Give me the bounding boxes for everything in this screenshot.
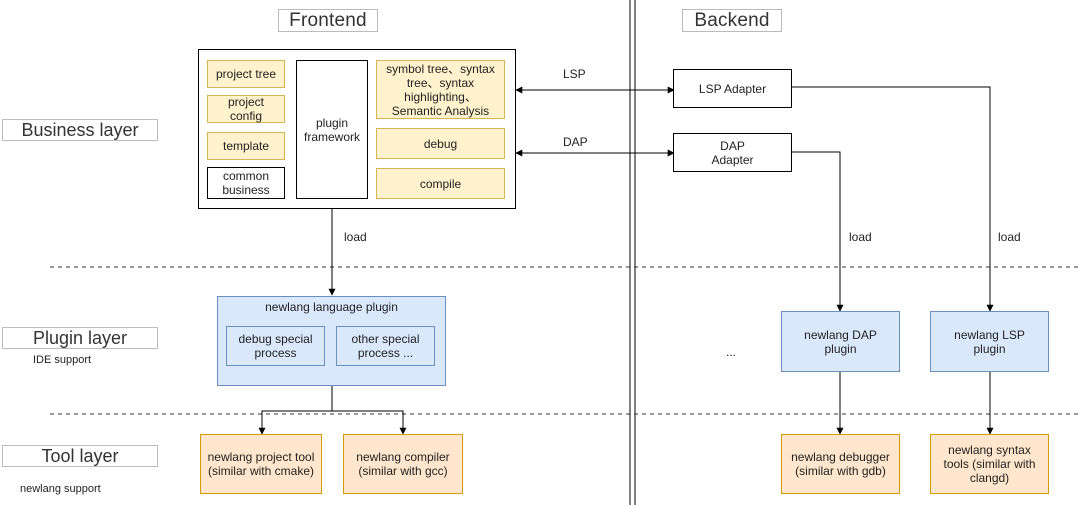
tool-layer-subtitle: newlang support <box>20 483 101 495</box>
debug-box: debug <box>376 128 505 159</box>
newlang-syntax-tools-box: newlang syntax tools (similar with clang… <box>930 434 1049 494</box>
dap-edge-label: DAP <box>563 135 588 149</box>
newlang-debugger-box: newlang debugger (similar with gdb) <box>781 434 900 494</box>
template-box: template <box>207 132 285 160</box>
plugin-framework-box: plugin framework <box>296 60 368 199</box>
other-special-process-box: other special process ... <box>336 326 435 366</box>
common-business-box: common business <box>207 167 285 199</box>
plugin-to-compiler-arrow <box>332 410 407 435</box>
plugin-to-project-tool-arrow <box>258 386 333 435</box>
load-arrow-dap <box>792 151 844 312</box>
compile-box: compile <box>376 168 505 199</box>
plugin-layer-label: Plugin layer <box>2 327 158 349</box>
newlang-lsp-plugin-box: newlang LSP plugin <box>930 311 1049 372</box>
newlang-language-plugin-title: newlang language plugin <box>265 300 398 314</box>
dap-adapter-box: DAP Adapter <box>673 133 792 172</box>
backend-header: Backend <box>682 9 782 32</box>
load-label-lsp: load <box>998 230 1021 244</box>
debug-special-process-box: debug special process <box>226 326 325 366</box>
load-label-frontend: load <box>344 230 367 244</box>
load-arrow-lsp <box>792 86 994 312</box>
newlang-project-tool-box: newlang project tool (similar with cmake… <box>200 434 322 494</box>
load-label-dap: load <box>849 230 872 244</box>
business-layer-label: Business layer <box>2 119 158 141</box>
plugin-ellipsis: ... <box>726 345 737 359</box>
project-tree-box: project tree <box>207 60 285 88</box>
frontend-header: Frontend <box>278 9 378 32</box>
symbol-tree-box: symbol tree、syntax tree、syntax highlight… <box>376 60 505 119</box>
lsp-adapter-box: LSP Adapter <box>673 69 792 108</box>
lsp-edge-label: LSP <box>563 67 586 81</box>
newlang-compiler-box: newlang compiler (similar with gcc) <box>343 434 463 494</box>
newlang-dap-plugin-box: newlang DAP plugin <box>781 311 900 372</box>
tool-layer-label: Tool layer <box>2 445 158 467</box>
plugin-layer-subtitle: IDE support <box>33 354 92 366</box>
project-config-box: project config <box>207 95 285 123</box>
